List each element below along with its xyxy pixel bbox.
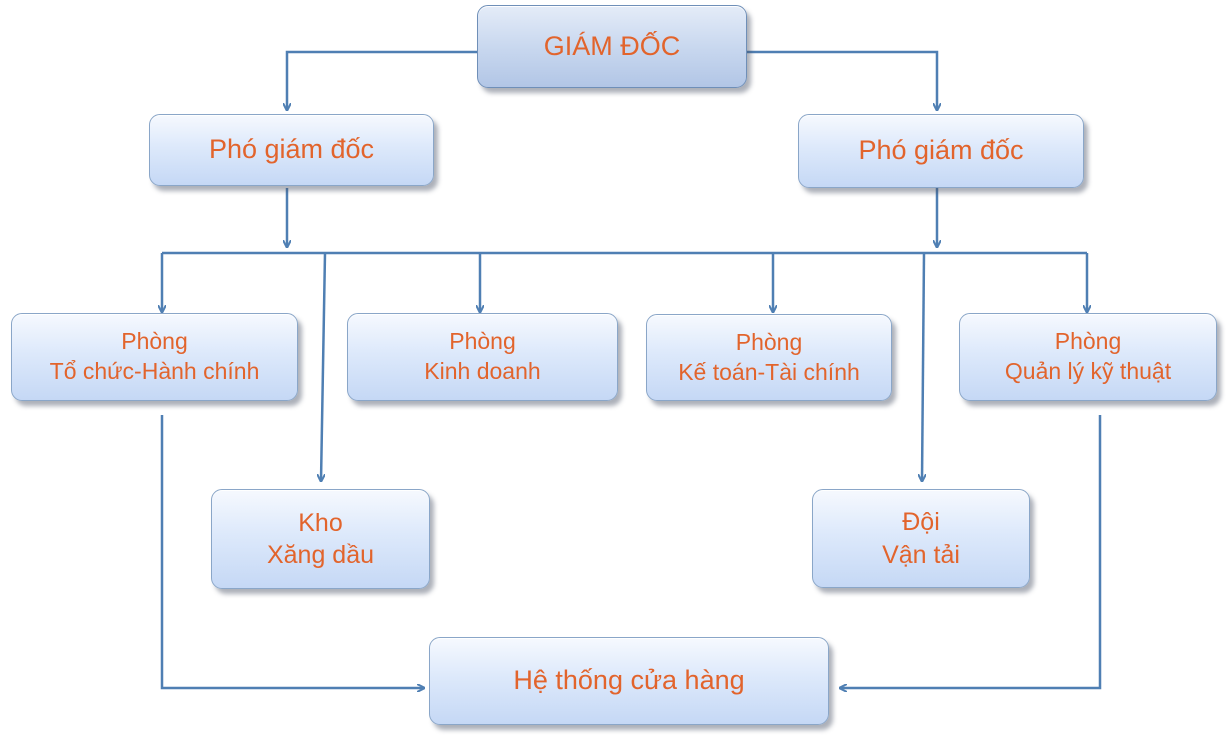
deputy-box-left: Phó giám đốc — [149, 114, 434, 186]
department-box-organization: Phòng Tổ chức-Hành chính — [11, 313, 298, 401]
unit-line1: Kho — [298, 508, 343, 537]
deputy-label: Phó giám đốc — [208, 134, 375, 165]
department-line2: Kế toán-Tài chính — [678, 358, 860, 385]
department-line1: Phòng — [449, 328, 516, 355]
director-label: GIÁM ĐỐC — [543, 30, 681, 61]
connector-bus-kho — [321, 252, 327, 481]
department-box-business: Phòng Kinh doanh — [347, 313, 618, 401]
department-line1: Phòng — [735, 328, 803, 355]
department-line2: Tổ chức-Hành chính — [49, 358, 260, 384]
department-line2: Kinh doanh — [424, 358, 541, 384]
department-line1: Phòng — [1054, 328, 1122, 355]
connector-dept-4-stores — [840, 415, 1102, 688]
unit-box-fuel-depot: Kho Xăng dầu — [211, 489, 430, 589]
department-line1: Phòng — [121, 328, 188, 355]
unit-box-transport: Đội Vận tải — [812, 489, 1030, 588]
department-box-technical: Phòng Quản lý kỹ thuật — [959, 313, 1217, 401]
unit-line2: Vận tải — [882, 540, 960, 569]
connector-director-right-deputy — [747, 50, 937, 110]
deputy-label: Phó giám đốc — [858, 135, 1024, 166]
connector-director-left-deputy — [287, 50, 477, 110]
connector-dept-1-stores — [160, 415, 424, 688]
unit-line1: Đội — [902, 508, 940, 536]
unit-line2: Xăng dầu — [266, 541, 375, 569]
deputy-box-right: Phó giám đốc — [798, 114, 1084, 188]
stores-box: Hệ thống cửa hàng — [429, 637, 829, 725]
department-box-accounting: Phòng Kế toán-Tài chính — [646, 314, 892, 401]
stores-label: Hệ thống cửa hàng — [513, 665, 745, 696]
department-line2: Quản lý kỹ thuật — [1004, 358, 1172, 384]
connector-bus-doi — [922, 252, 924, 481]
director-box: GIÁM ĐỐC — [477, 5, 747, 88]
